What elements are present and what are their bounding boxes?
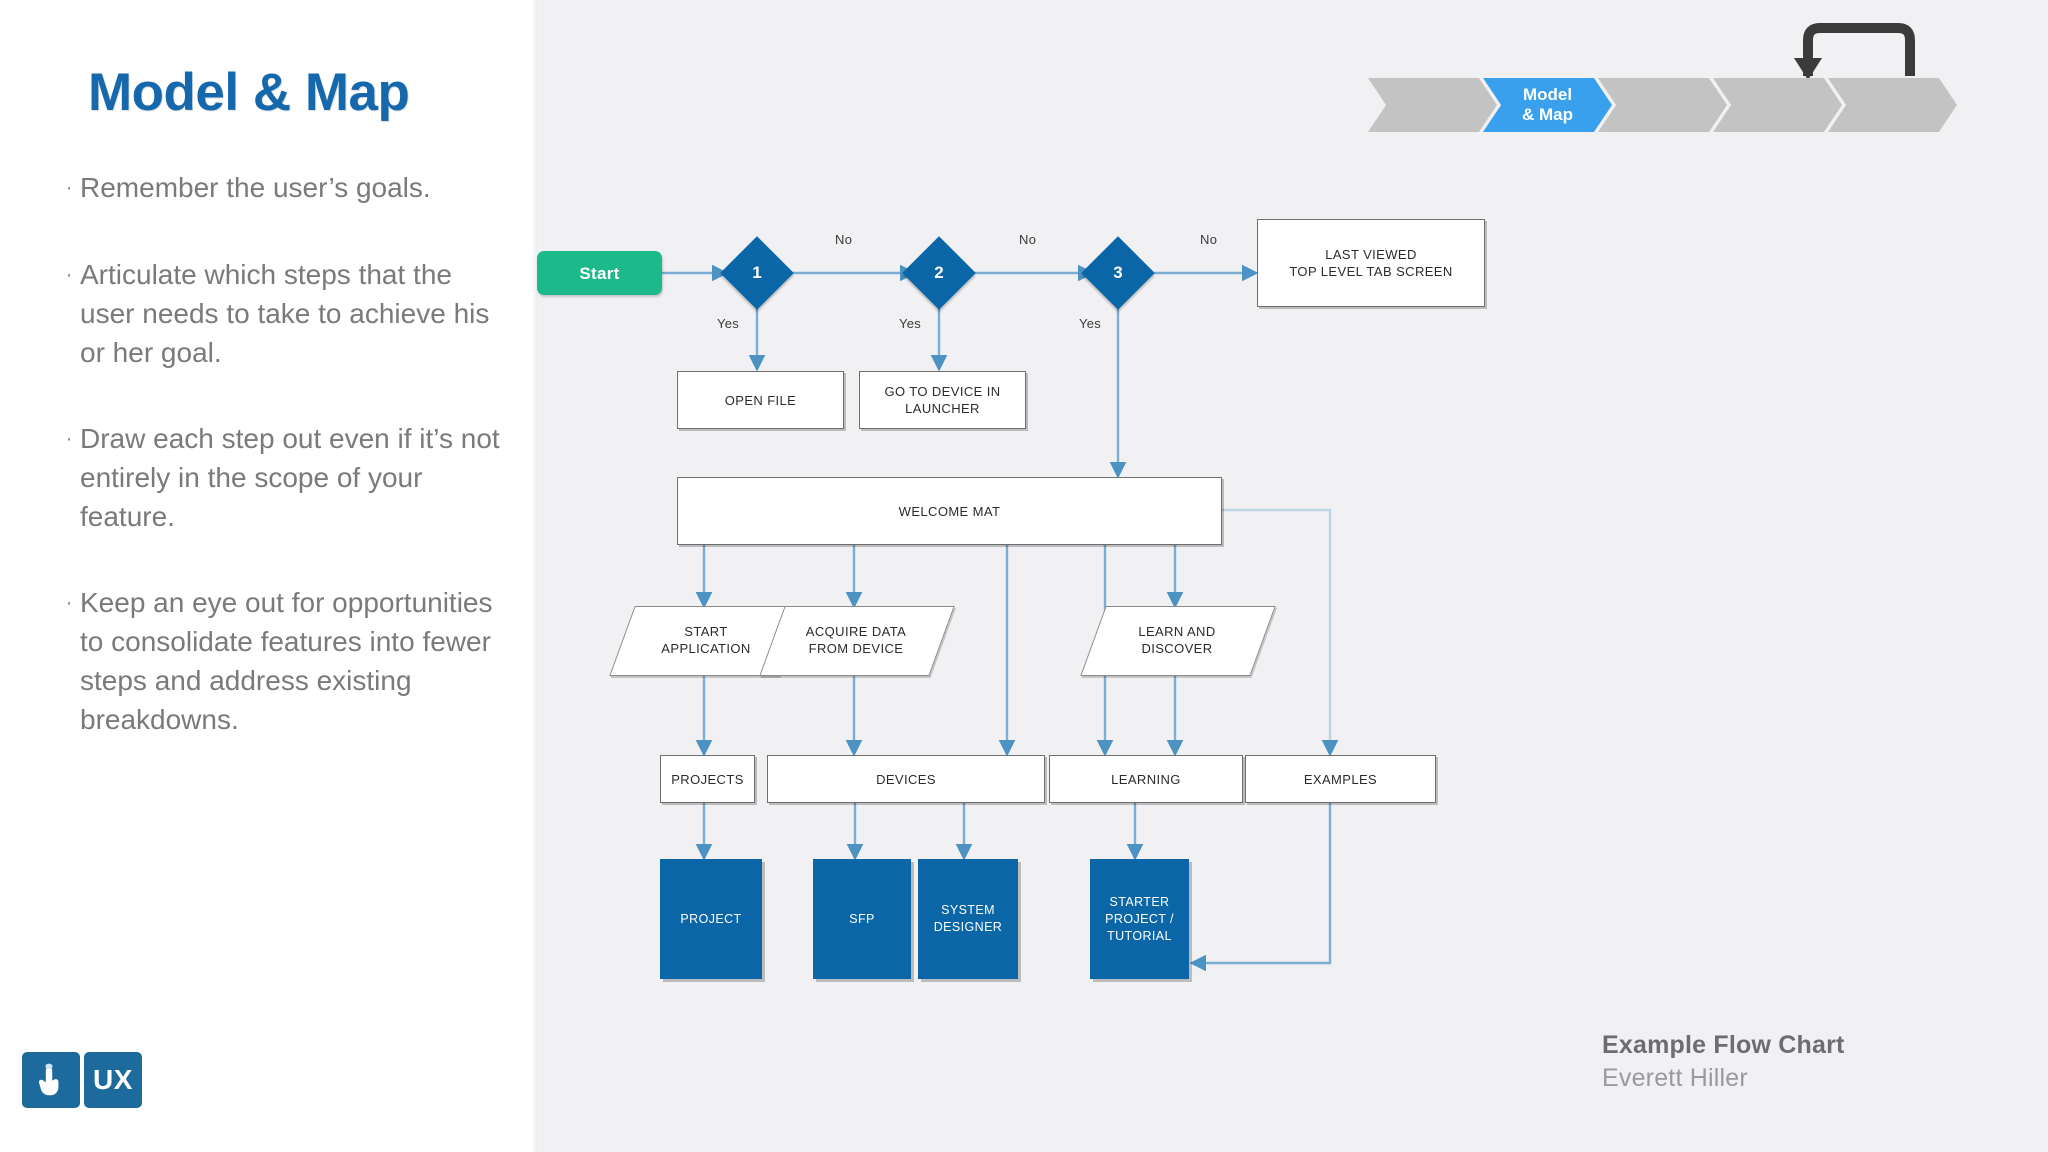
nav-step-1[interactable] (1368, 78, 1497, 132)
right-diagram-panel (537, 0, 2048, 1152)
node-decision-2: 2 (902, 236, 976, 310)
list-item: · Keep an eye out for opportunities to c… (58, 583, 513, 739)
node-projects: PROJECTS (660, 755, 755, 803)
node-start: Start (537, 251, 662, 295)
node-project: PROJECT (660, 859, 762, 979)
touch-hand-icon (22, 1052, 80, 1108)
node-decision-1-label: 1 (752, 263, 762, 282)
flowchart-diagram: Start 1 2 3 No No No Yes Yes Yes LAST VI… (537, 0, 2048, 1152)
edge-label-no-1: No (835, 232, 853, 247)
nav-step-5[interactable] (1828, 78, 1957, 132)
list-item: · Draw each step out even if it’s not en… (58, 419, 513, 536)
process-step-nav: Model& Map (1368, 78, 1957, 132)
edge-label-no-2: No (1019, 232, 1037, 247)
nav-step-3[interactable] (1598, 78, 1727, 132)
nav-step-2-label: Model& Map (1522, 85, 1573, 124)
logo-ux-label: UX (84, 1052, 142, 1108)
diagram-credits: Example Flow Chart Everett Hiller (1602, 1031, 1845, 1093)
nav-step-4[interactable] (1713, 78, 1842, 132)
edge-label-yes-3: Yes (1079, 316, 1102, 331)
bullet-marker-icon: · (65, 591, 73, 614)
node-sfp: SFP (813, 859, 911, 979)
page-title: Model & Map (88, 63, 410, 122)
left-content-panel: Model & Map · Remember the user’s goals.… (0, 0, 537, 1152)
edge-label-yes-2: Yes (899, 316, 922, 331)
credit-title: Example Flow Chart (1602, 1031, 1845, 1059)
node-examples: EXAMPLES (1245, 755, 1436, 803)
bullet-list: · Remember the user’s goals. · Articulat… (58, 168, 513, 786)
bullet-text: Articulate which steps that the user nee… (80, 259, 490, 368)
bullet-marker-icon: · (65, 176, 73, 199)
bullet-marker-icon: · (65, 263, 73, 286)
bullet-text: Remember the user’s goals. (80, 172, 431, 203)
node-devices: DEVICES (767, 755, 1045, 803)
node-learning: LEARNING (1049, 755, 1243, 803)
node-decision-3: 3 (1081, 236, 1155, 310)
loop-back-arrow-icon (1794, 23, 1915, 80)
node-open-file: OPEN FILE (677, 371, 844, 429)
panel-divider (532, 0, 538, 1152)
list-item: · Remember the user’s goals. (58, 168, 513, 208)
node-decision-1: 1 (720, 236, 794, 310)
credit-author: Everett Hiller (1602, 1064, 1748, 1092)
node-welcome-mat: WELCOME MAT (677, 477, 1222, 545)
list-item: · Articulate which steps that the user n… (58, 255, 513, 372)
bullet-text: Keep an eye out for opportunities to con… (80, 587, 493, 735)
bullet-text: Draw each step out even if it’s not enti… (80, 423, 500, 532)
bullet-marker-icon: · (65, 427, 73, 450)
brand-logo: UX (22, 1052, 142, 1108)
flowchart-connectors (662, 264, 1339, 972)
node-decision-2-label: 2 (934, 263, 944, 282)
nav-step-2-model-and-map[interactable]: Model& Map (1483, 78, 1612, 132)
node-decision-3-label: 3 (1113, 263, 1123, 282)
edge-label-yes-1: Yes (717, 316, 740, 331)
edge-label-no-3: No (1200, 232, 1218, 247)
